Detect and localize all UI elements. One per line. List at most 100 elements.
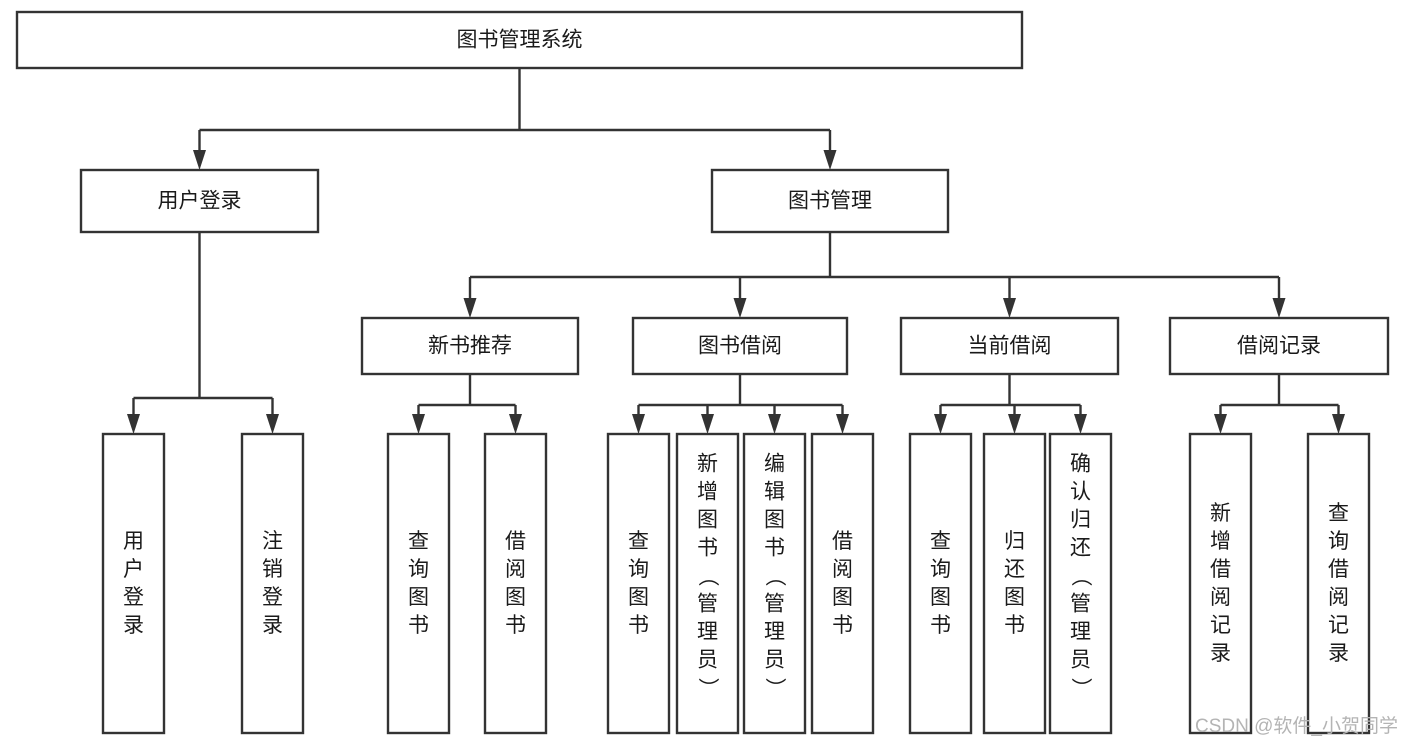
node-label-char: 询 bbox=[628, 558, 649, 581]
arrow-head-icon bbox=[127, 414, 140, 434]
node-label: 借阅记录 bbox=[1237, 335, 1321, 358]
node-label-char: 询 bbox=[1328, 530, 1349, 553]
node-layer: 图书管理系统用户登录图书管理新书推荐图书借阅当前借阅借阅记录用户登录注销登录查询… bbox=[15, 10, 1390, 735]
node-label-char: 员 bbox=[1070, 649, 1091, 672]
node-box[interactable] bbox=[631, 316, 849, 376]
node-label-char: 书 bbox=[764, 537, 785, 560]
node-new-book-rec[interactable]: 新书推荐 bbox=[360, 316, 580, 376]
node-label-char: 增 bbox=[1210, 530, 1231, 553]
arrow-head-icon bbox=[1272, 298, 1286, 318]
node-label-char: 书 bbox=[832, 614, 853, 637]
node-label-char: ） bbox=[696, 678, 719, 699]
node-box[interactable] bbox=[1048, 432, 1113, 735]
node-box[interactable] bbox=[742, 432, 807, 735]
node-label-char: 图 bbox=[832, 586, 853, 609]
node-label-char: 书 bbox=[408, 614, 429, 637]
node-box[interactable] bbox=[606, 432, 671, 735]
arrow-head-icon bbox=[266, 414, 279, 434]
arrow-head-icon bbox=[934, 414, 947, 434]
node-leaf-user-login[interactable]: 用户登录 bbox=[101, 432, 166, 735]
arrow-head-icon bbox=[1008, 414, 1021, 434]
node-label-char: 图 bbox=[764, 509, 785, 532]
node-book-borrow[interactable]: 图书借阅 bbox=[631, 316, 849, 376]
node-label-char: ） bbox=[763, 678, 786, 699]
node-label-char: （ bbox=[696, 566, 719, 587]
arrow-head-icon bbox=[193, 150, 206, 170]
arrow-head-icon bbox=[733, 298, 747, 318]
node-label-char: 询 bbox=[930, 558, 951, 581]
node-box[interactable] bbox=[240, 432, 305, 735]
node-label-char: 管 bbox=[1070, 593, 1091, 616]
node-label-char: 借 bbox=[832, 530, 853, 553]
node-box[interactable] bbox=[675, 432, 740, 735]
arrow-head-icon bbox=[1003, 298, 1016, 318]
node-label-char: 登 bbox=[123, 586, 144, 609]
node-box[interactable] bbox=[360, 316, 580, 376]
node-label-char: 录 bbox=[262, 614, 283, 637]
connector-group-new-book-rec bbox=[412, 374, 522, 434]
node-box[interactable] bbox=[710, 168, 950, 234]
node-box[interactable] bbox=[1188, 432, 1253, 735]
arrow-head-icon bbox=[768, 414, 781, 434]
node-box[interactable] bbox=[899, 316, 1120, 376]
node-label-char: 图 bbox=[408, 586, 429, 609]
node-user-login[interactable]: 用户登录 bbox=[79, 168, 320, 234]
node-label-char: 理 bbox=[1070, 621, 1091, 644]
node-current-borrow[interactable]: 当前借阅 bbox=[899, 316, 1120, 376]
node-label-char: 阅 bbox=[505, 558, 526, 581]
node-box[interactable] bbox=[79, 168, 320, 234]
connector-group-book-borrow bbox=[632, 374, 849, 434]
node-label-char: 辑 bbox=[764, 481, 785, 504]
node-box[interactable] bbox=[982, 432, 1047, 735]
node-label-char: 新 bbox=[1210, 502, 1231, 525]
node-box[interactable] bbox=[101, 432, 166, 735]
node-label-char: 员 bbox=[697, 649, 718, 672]
node-label-char: 查 bbox=[930, 530, 951, 553]
node-box[interactable] bbox=[908, 432, 973, 735]
node-box[interactable] bbox=[810, 432, 875, 735]
node-label-char: 询 bbox=[408, 558, 429, 581]
node-label-char: 员 bbox=[764, 649, 785, 672]
node-label-char: 记 bbox=[1210, 614, 1231, 637]
node-box[interactable] bbox=[1168, 316, 1390, 376]
node-label: 用户登录 bbox=[158, 190, 242, 213]
arrow-head-icon bbox=[823, 150, 837, 170]
node-label-char: 记 bbox=[1328, 614, 1349, 637]
node-box[interactable] bbox=[483, 432, 548, 735]
arrow-head-icon bbox=[1332, 414, 1345, 434]
node-label-char: 书 bbox=[930, 614, 951, 637]
node-box[interactable] bbox=[386, 432, 451, 735]
node-borrow-record[interactable]: 借阅记录 bbox=[1168, 316, 1390, 376]
node-label-char: 查 bbox=[628, 530, 649, 553]
arrow-head-icon bbox=[701, 414, 714, 434]
node-label-char: 登 bbox=[262, 586, 283, 609]
node-label-char: 录 bbox=[123, 614, 144, 637]
node-box[interactable] bbox=[15, 10, 1024, 70]
node-label-char: 图 bbox=[628, 586, 649, 609]
node-box[interactable] bbox=[1306, 432, 1371, 735]
arrow-head-icon bbox=[463, 298, 477, 318]
node-label-char: 录 bbox=[1328, 642, 1349, 665]
node-root[interactable]: 图书管理系统 bbox=[15, 10, 1024, 70]
node-book-manage[interactable]: 图书管理 bbox=[710, 168, 950, 234]
node-label: 图书管理系统 bbox=[457, 29, 583, 52]
node-label-char: 借 bbox=[505, 530, 526, 553]
